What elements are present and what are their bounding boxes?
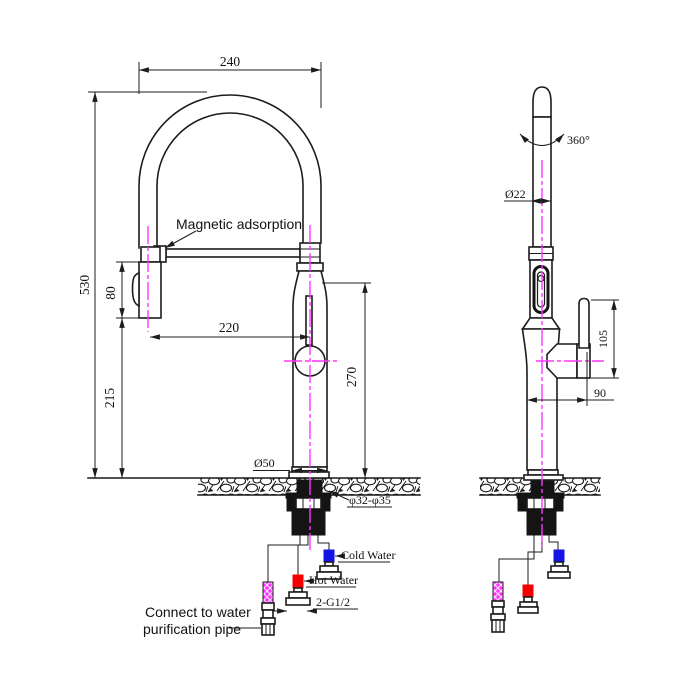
dim-530-label: 530 (77, 275, 92, 296)
hot-hose-line (527, 535, 543, 585)
dim-270-label: 270 (344, 367, 359, 388)
cold-water-tag (553, 549, 565, 563)
spray-head (131, 245, 167, 319)
purify-connector (261, 623, 275, 636)
side-view (479, 86, 601, 633)
hot-hose-line (297, 535, 309, 575)
hot-fitting (285, 597, 311, 606)
dim-105-label: 105 (596, 330, 610, 348)
spray-head-cap (140, 246, 161, 263)
magnetic-wand (165, 248, 301, 258)
dim-90-label: 90 (594, 386, 606, 400)
dim-220-label: 220 (219, 320, 240, 335)
cold-hose-line (317, 535, 330, 550)
purify-tag (492, 581, 504, 602)
rotation-label: 360° (567, 133, 590, 147)
base-plate (523, 474, 564, 481)
body-slot (305, 295, 313, 346)
dim-240-label: 240 (220, 54, 241, 69)
purification-hose-side (490, 535, 535, 633)
spout-arch (138, 94, 322, 249)
cold-water-tag (323, 549, 335, 563)
purify-hose-line (498, 535, 535, 582)
mounting-nut (295, 497, 322, 510)
cold-hose-line (548, 535, 559, 550)
hot-water-tag (292, 574, 304, 589)
cold-fitting (547, 571, 571, 579)
hot-water-label: Hot Water (309, 573, 358, 587)
mounting-ear-left (517, 497, 528, 512)
hot-water-tag (522, 584, 534, 598)
arch-inner (156, 112, 304, 249)
purify-label-line2: purification pipe (143, 621, 241, 637)
hole-diameter-label: φ32-φ35 (349, 493, 391, 507)
purify-hose-line (267, 535, 301, 582)
mounting-nut (526, 497, 555, 510)
shoulder (520, 317, 562, 330)
hole-leader (328, 490, 350, 501)
dock-pin (537, 274, 545, 283)
magnetic-label: Magnetic adsorption (176, 216, 302, 232)
dimensions: 240 530 80 215 220 270 Ø50 φ32-φ35 Ø22 3… (77, 54, 619, 637)
dim-50-label: Ø50 (254, 456, 275, 470)
dim-22-label: Ø22 (505, 187, 526, 201)
handle-lever (578, 297, 590, 349)
purify-connector (491, 619, 505, 633)
arch-outer (138, 94, 322, 249)
purify-label-line1: Connect to water (145, 604, 251, 620)
mounting-hardware-front (285, 479, 332, 536)
spray-button (131, 271, 140, 308)
dim-80-label: 80 (103, 286, 118, 300)
dock-slot-outer (532, 265, 550, 314)
cold-water-label: Cold Water (341, 548, 395, 562)
hot-fitting (517, 606, 539, 614)
rotation-arrow (519, 133, 565, 146)
cold-water-hose-front (316, 535, 342, 580)
spout-cap (532, 86, 552, 118)
cold-water-hose-side (547, 535, 571, 579)
cold-fitting (316, 571, 342, 580)
magnetic-leader (164, 230, 197, 249)
purification-hose-front (260, 535, 301, 636)
centerlines (147, 160, 604, 550)
thread-label: 2-G1/2 (316, 595, 350, 609)
dim-215-label: 215 (102, 388, 117, 409)
spray-head-body (138, 261, 162, 319)
hot-water-hose-front (285, 535, 311, 606)
hot-water-hose-side (517, 535, 543, 614)
mounting-body (291, 508, 326, 536)
base-plate (288, 471, 330, 479)
purify-tag (262, 581, 274, 604)
